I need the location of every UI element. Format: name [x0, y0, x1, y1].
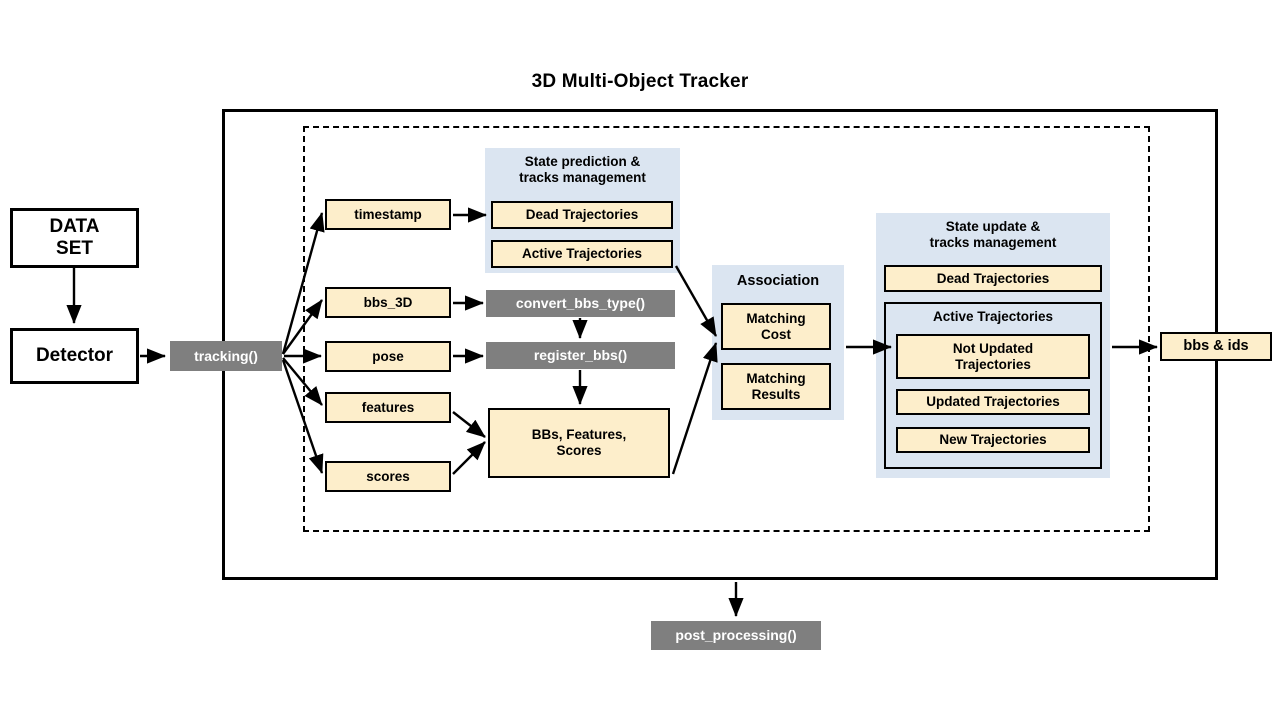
function-label: convert_bbs_type(): [515, 295, 646, 312]
post-processing-box[interactable]: post_processing(): [651, 621, 821, 650]
input-box-scores[interactable]: scores: [325, 461, 451, 492]
item-label: New Trajectories: [939, 432, 1047, 448]
state-prediction-heading: State prediction & tracks management: [485, 154, 680, 186]
item-label: Dead Trajectories: [936, 270, 1050, 286]
bbs-and-ids-output-box[interactable]: bbs & ids: [1160, 332, 1272, 361]
state-update-not-updated-trajectories[interactable]: Not Updated Trajectories: [896, 334, 1090, 379]
item-label-line2: Cost: [761, 326, 791, 342]
state-update-active-heading: Active Trajectories: [932, 309, 1054, 324]
detector-label: Detector: [35, 345, 114, 367]
post-processing-label: post_processing(): [675, 627, 797, 644]
input-label: pose: [372, 348, 404, 364]
input-label: features: [361, 399, 415, 415]
dataset-box[interactable]: DATA SET: [10, 208, 139, 268]
heading-line2: tracks management: [929, 234, 1057, 250]
item-label-line1: Matching: [746, 370, 806, 386]
heading-line1: State update &: [945, 219, 1041, 234]
heading-line2: tracks management: [519, 169, 646, 185]
function-label: register_bbs(): [533, 347, 628, 364]
output-label: bbs & ids: [1183, 338, 1249, 355]
association-matching-results[interactable]: Matching Results: [721, 363, 831, 410]
page-title: 3D Multi-Object Tracker: [531, 71, 749, 92]
input-box-pose[interactable]: pose: [325, 341, 451, 372]
input-box-bbs-3d[interactable]: bbs_3D: [325, 287, 451, 318]
state-update-new-trajectories[interactable]: New Trajectories: [896, 427, 1090, 453]
state-update-updated-trajectories[interactable]: Updated Trajectories: [896, 389, 1090, 415]
detector-box[interactable]: Detector: [10, 328, 139, 384]
state-update-heading: State update & tracks management: [876, 219, 1110, 251]
tracking-function-box[interactable]: tracking(): [170, 341, 282, 371]
heading-line1: State prediction &: [524, 154, 641, 169]
input-label: scores: [366, 468, 410, 484]
item-label: Active Trajectories: [521, 246, 643, 262]
register-bbs-function-box[interactable]: register_bbs(): [486, 342, 675, 369]
state-prediction-dead-trajectories[interactable]: Dead Trajectories: [491, 201, 673, 229]
state-update-dead-trajectories[interactable]: Dead Trajectories: [884, 265, 1102, 292]
item-label-line2: Results: [751, 386, 801, 402]
convert-bbs-type-function-box[interactable]: convert_bbs_type(): [486, 290, 675, 317]
item-label: Dead Trajectories: [525, 207, 639, 223]
item-label-line1: Not Updated: [952, 340, 1034, 356]
item-label: Updated Trajectories: [926, 394, 1060, 410]
tracking-label: tracking(): [194, 347, 258, 364]
input-box-features[interactable]: features: [325, 392, 451, 423]
association-heading: Association: [736, 273, 820, 289]
item-label-line1: Matching: [746, 310, 806, 326]
dataset-label-line1: DATA: [49, 216, 100, 238]
state-prediction-active-trajectories[interactable]: Active Trajectories: [491, 240, 673, 268]
input-label: timestamp: [354, 206, 422, 222]
item-label-line2: Trajectories: [955, 356, 1031, 372]
input-box-timestamp[interactable]: timestamp: [325, 199, 451, 230]
bbs-features-scores-box[interactable]: BBs, Features, Scores: [488, 408, 670, 478]
aggregate-label-line2: Scores: [556, 443, 602, 458]
input-label: bbs_3D: [363, 294, 413, 310]
association-matching-cost[interactable]: Matching Cost: [721, 303, 831, 350]
dataset-label-line2: SET: [56, 238, 93, 259]
aggregate-label-line1: BBs, Features,: [531, 427, 627, 443]
